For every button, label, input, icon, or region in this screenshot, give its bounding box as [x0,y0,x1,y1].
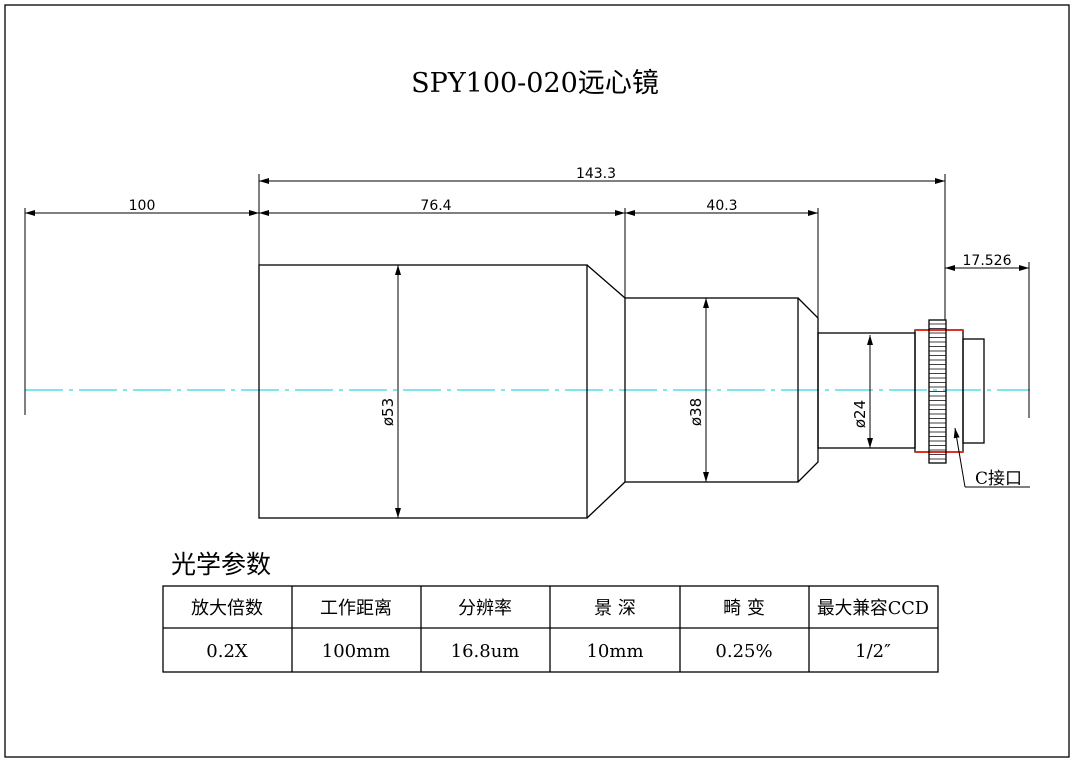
optical-parameters-table: 放大倍数 工作距离 分辨率 景 深 畸 变 最大兼容CCD 0.2X 100mm… [162,585,939,673]
dim-text-40: 40.3 [706,198,737,214]
drawing-title: SPY100-020远心镜 [411,68,659,99]
value-max-ccd: 1/2″ [855,641,891,662]
dim-text-d38: ø38 [687,398,705,426]
dimension-mount-length: 17.526 [945,253,1029,271]
value-distortion: 0.25% [715,641,772,662]
value-working-distance: 100mm [322,641,391,662]
c-mount-connector [914,319,985,464]
dim-text-76: 76.4 [420,198,451,214]
header-magnification: 放大倍数 [191,598,263,619]
extension-lines [24,174,1030,418]
dim-text-d53: ø53 [379,398,397,426]
header-max-ccd: 最大兼容CCD [817,598,929,619]
dimension-front-section: 76.4 [259,198,625,216]
dimension-working-distance: 100 [25,198,259,216]
table-heading: 光学参数 [171,550,271,579]
dimension-diameter-38: ø38 [687,298,709,482]
dim-text-143: 143.3 [576,166,616,182]
dimension-total-length: 143.3 [259,166,945,184]
value-magnification: 0.2X [206,641,248,662]
header-distortion: 畸 变 [723,598,765,619]
drawing-border [4,4,1070,758]
dimension-diameter-24: ø24 [851,335,873,448]
dim-text-d24: ø24 [851,400,869,428]
c-mount-leader: C接口 [953,427,1030,489]
dim-text-17: 17.526 [963,253,1012,269]
dim-text-100: 100 [129,198,156,214]
header-depth-of-field: 景 深 [594,598,636,619]
value-resolution: 16.8um [451,641,520,662]
dimension-diameter-53: ø53 [379,265,401,518]
c-mount-label: C接口 [975,469,1022,489]
value-depth-of-field: 10mm [586,641,643,662]
header-working-distance: 工作距离 [320,598,392,619]
dimension-middle-section: 40.3 [625,198,818,216]
lens-body [258,264,916,519]
header-resolution: 分辨率 [458,598,512,619]
